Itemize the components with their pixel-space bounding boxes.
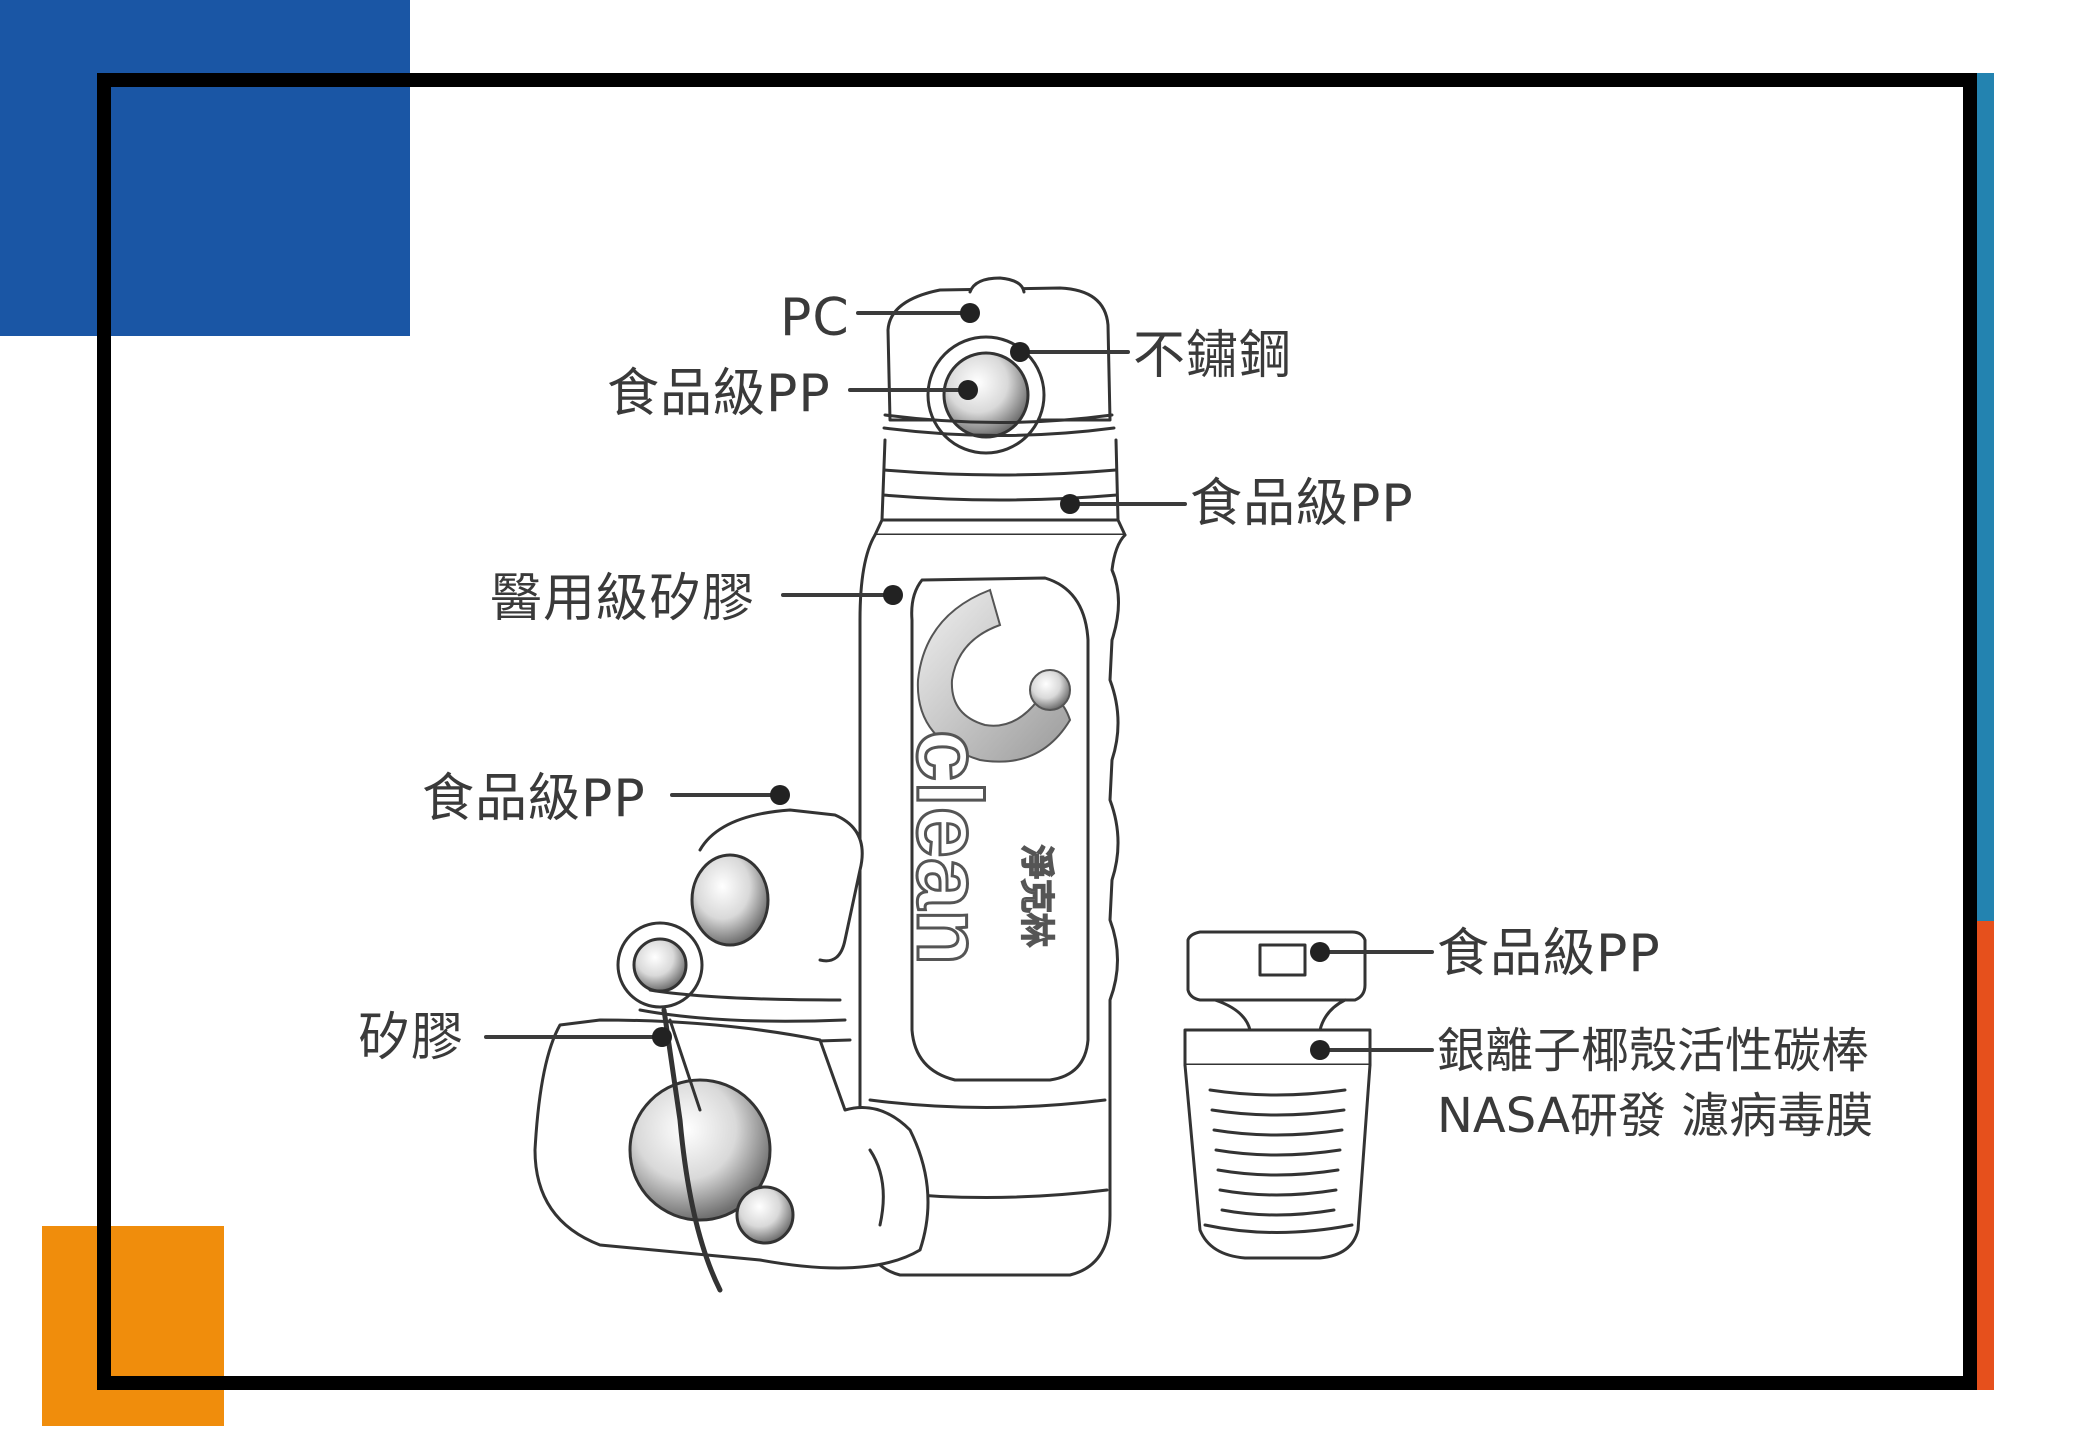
blue-corner-block [0, 0, 410, 336]
frame-left-border [97, 73, 111, 1390]
teal-edge-stripe [1977, 73, 1994, 921]
label-medical-silicone: 醫用級矽膠 [490, 569, 756, 629]
frame-top-border [97, 73, 1977, 87]
label-filter-membrane: NASA研發 濾病毒膜 [1437, 1088, 1874, 1144]
label-stainless-steel: 不鏽鋼 [1133, 326, 1293, 386]
leader-lines [484, 311, 1434, 1052]
label-food-pp-ring: 食品級PP [1190, 474, 1414, 534]
orange-corner-block [42, 1226, 224, 1426]
logo-brand: 淨克林 [1016, 845, 1056, 947]
small-bottle [533, 808, 930, 1293]
frame-bottom-border [97, 1376, 1977, 1390]
label-food-pp-filter: 食品級PP [1437, 924, 1661, 984]
label-food-pp-cap: 食品級PP [607, 364, 831, 424]
bottle-logo: clean 淨克林 [897, 588, 1072, 967]
frame-right-border [1963, 73, 1977, 1390]
leader-dots [652, 303, 1330, 1060]
orange-edge-stripe [1977, 921, 1994, 1390]
label-filter-carbon: 銀離子椰殼活性碳棒 [1437, 1023, 1870, 1079]
label-pc: PC [780, 288, 850, 348]
logo-wordmark: clean [898, 730, 1000, 965]
label-food-pp-small: 食品級PP [422, 769, 646, 829]
label-silicone: 矽膠 [358, 1008, 465, 1068]
filter-cartridge [1183, 930, 1372, 1260]
